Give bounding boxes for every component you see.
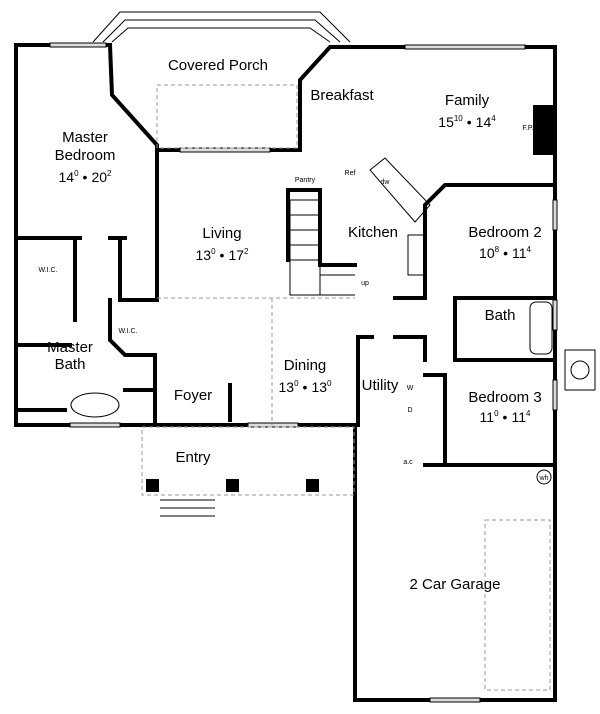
dishwasher-label: dw	[381, 179, 391, 186]
living-dimensions: 130•172	[196, 247, 250, 263]
room-master-bath-2: Bath	[55, 356, 86, 373]
washer-label: W	[407, 385, 414, 392]
bedroom-2-dimensions: 108•114	[479, 245, 531, 261]
room-bedroom-3: Bedroom 3	[468, 389, 541, 406]
dryer-label: D	[407, 407, 412, 414]
room-living: Living	[202, 225, 241, 242]
room-master-bedroom-2: Bedroom	[55, 147, 116, 164]
family-dimensions: 1510•144	[438, 114, 496, 130]
walls	[14, 43, 557, 702]
water-heater	[536, 469, 552, 485]
fireplace-label: F.P.	[522, 125, 533, 132]
room-entry: Entry	[175, 449, 211, 466]
bathtub	[70, 392, 120, 418]
wic-label-1: W.I.C.	[38, 267, 57, 274]
room-utility: Utility	[362, 377, 399, 394]
entry-columns	[146, 479, 319, 517]
water-heater-label: wh	[539, 475, 549, 482]
room-covered-porch: Covered Porch	[168, 57, 268, 74]
room-dining: Dining	[284, 357, 327, 374]
master-bedroom-dimensions: 140•202	[59, 169, 113, 185]
pantry-label: Pantry	[295, 177, 316, 184]
stairs	[289, 199, 355, 296]
room-master-bedroom-1: Master	[62, 129, 108, 146]
kitchen-counter	[369, 157, 431, 223]
ref-label: Ref	[345, 170, 356, 177]
room-kitchen: Kitchen	[348, 224, 398, 241]
fireplace-icon	[533, 105, 553, 155]
room-bath: Bath	[485, 307, 516, 324]
dashed-guides	[141, 84, 551, 691]
room-garage: 2 Car Garage	[410, 576, 501, 593]
porch-roofline	[92, 11, 351, 43]
room-master-bath-1: Master	[47, 339, 93, 356]
range	[407, 234, 426, 276]
stairs-up-label: up	[361, 280, 369, 287]
chimney-box	[564, 349, 596, 391]
windows	[49, 42, 558, 703]
tub-bedroom-bath	[529, 301, 553, 355]
ac-label: a.c	[403, 459, 413, 466]
bedroom-3-dimensions: 110•114	[480, 409, 531, 425]
room-breakfast: Breakfast	[310, 87, 374, 104]
room-foyer: Foyer	[174, 387, 212, 404]
wic-label-2: W.I.C.	[118, 328, 137, 335]
dining-dimensions: 130•130	[279, 379, 333, 395]
room-family: Family	[445, 92, 490, 109]
room-bedroom-2: Bedroom 2	[468, 224, 541, 241]
